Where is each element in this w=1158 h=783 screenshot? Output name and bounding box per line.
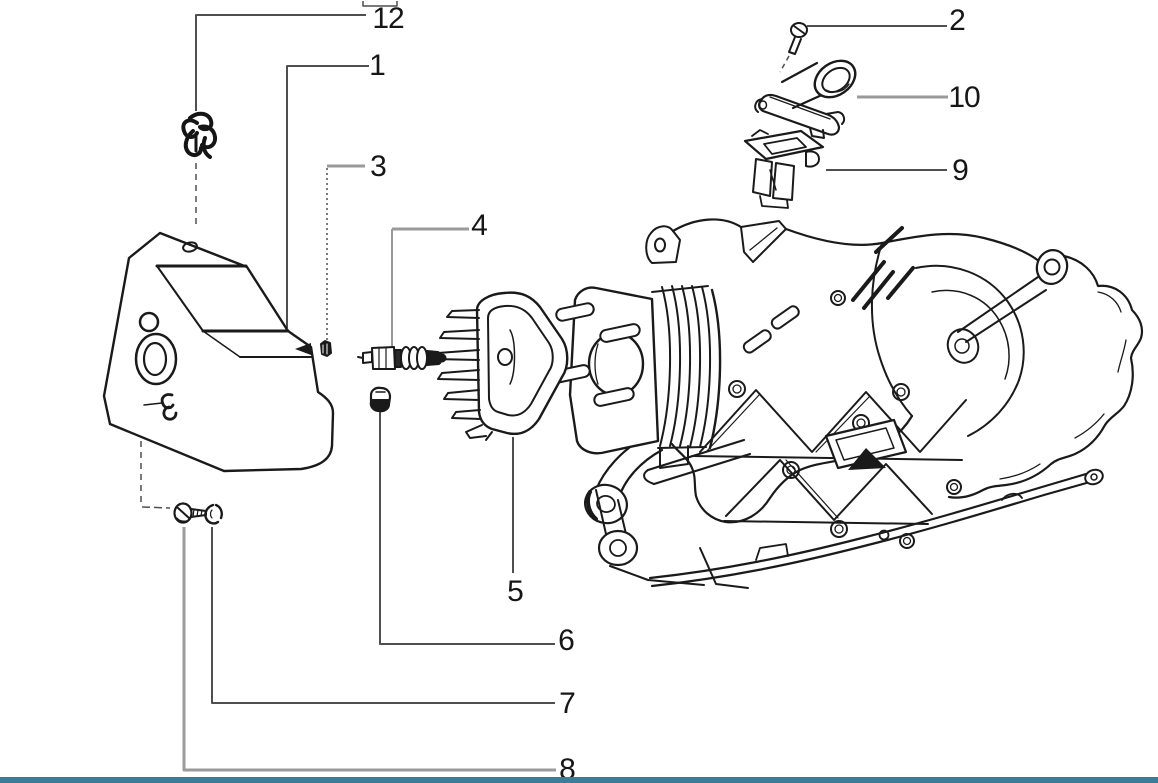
keyhole-notch (138, 311, 160, 333)
crank-housing-arc1 (915, 264, 1025, 381)
cylinder-part (549, 285, 722, 469)
cross-bar (646, 438, 752, 486)
callout-5: 5 (507, 575, 524, 608)
bracket-dash-h (141, 506, 171, 509)
cylinder-head-part-5 (433, 291, 569, 441)
callout-7: 7 (559, 687, 576, 720)
spark-plug-part-4 (357, 346, 447, 370)
shroud-top-hole (182, 241, 198, 253)
case-gusset (740, 220, 787, 263)
plug-access-hole (134, 332, 178, 386)
screw-part-8 (173, 502, 207, 524)
mount-eye-boss (1035, 249, 1069, 285)
callout-12: 12 (372, 2, 404, 35)
label-box-fragment (362, 1, 398, 7)
cylinder-studs (549, 302, 641, 407)
screw-part-2 (788, 22, 808, 55)
callout-1: 1 (369, 49, 386, 82)
leader-6 (379, 412, 555, 645)
rib-lattice (691, 389, 967, 525)
front-boss (584, 483, 628, 525)
manifold-tube (780, 61, 826, 110)
shading-hatches (851, 226, 915, 310)
nut-part-6 (369, 386, 392, 413)
case-top-edge (784, 227, 1042, 264)
callout-3: 3 (370, 150, 387, 183)
spring-clip-part-12 (181, 111, 218, 159)
intake-manifold-part-10 (754, 59, 857, 139)
leader-12 (195, 14, 366, 111)
wire-hook (160, 393, 178, 421)
callout-4: 4 (471, 209, 488, 242)
crankcase-part (584, 218, 1144, 589)
head-inner-band (487, 304, 554, 417)
reed-mount-pad (824, 418, 908, 470)
reed-plate (743, 129, 825, 161)
case-top-hump (671, 218, 753, 243)
leader-lines (140, 1, 948, 772)
leader-8 (182, 527, 556, 772)
leader-1 (286, 65, 369, 328)
cover-gasket-outline (947, 254, 1144, 499)
callout-10: 10 (948, 81, 980, 114)
bolt-bosses (728, 290, 962, 549)
washer-part-7 (204, 503, 223, 525)
case-ear (645, 225, 681, 264)
lower-boss (597, 529, 639, 567)
callout-6: 6 (558, 624, 575, 657)
crank-housing-arc2 (931, 289, 1010, 380)
bottom-gasket-arm (648, 472, 1088, 580)
screw2-axis-dash (779, 55, 790, 73)
nut-part-3 (320, 340, 332, 357)
reed-valve-part-9 (743, 129, 825, 209)
footer-bar (0, 777, 1158, 783)
callout-9: 9 (952, 154, 969, 187)
shroud-outline (102, 231, 335, 473)
callout-8: 8 (559, 753, 576, 783)
cooling-shroud-part-1 (102, 231, 335, 473)
leader-7 (211, 527, 555, 704)
callout-2: 2 (949, 4, 966, 37)
cylinder-skirt (659, 445, 689, 469)
cylinder-fins (651, 285, 722, 450)
